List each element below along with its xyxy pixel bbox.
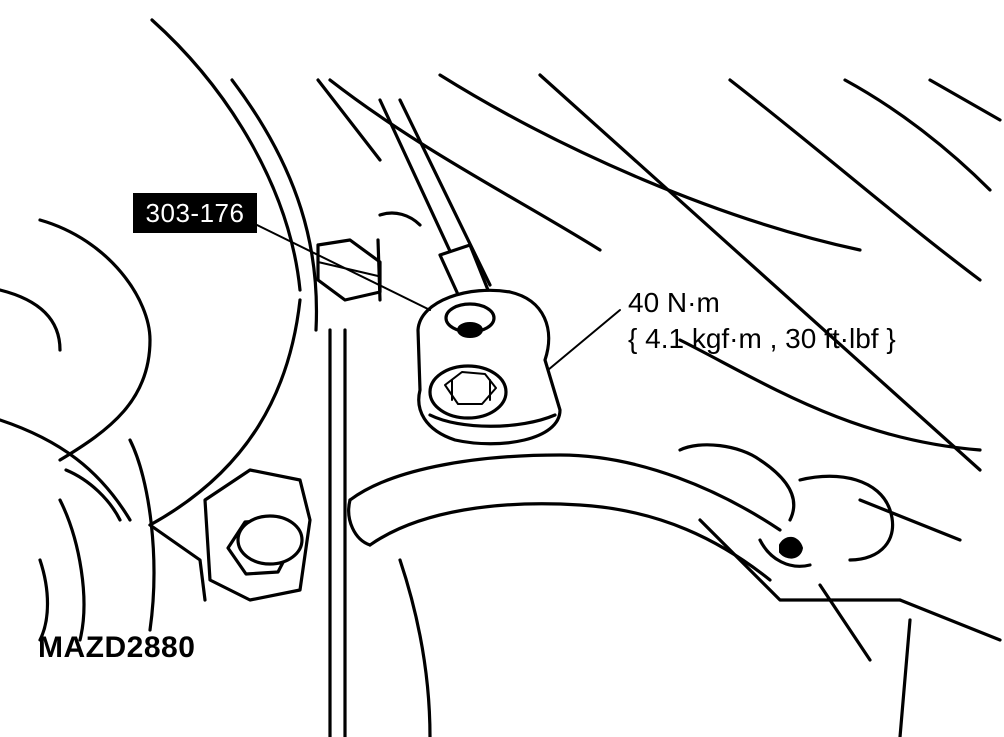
socket-tool: [416, 288, 562, 446]
bracket-clip: [316, 211, 422, 302]
frame-lines: [316, 73, 1002, 472]
torque-conversion: { 4.1 kgf·m , 30 ft·lbf }: [628, 323, 896, 354]
hose: [328, 328, 782, 737]
special-tool-number-tag: 303-176: [133, 193, 257, 233]
tool-extension-bar: [378, 98, 494, 314]
hex-bolt: [148, 468, 312, 602]
engine-housing-lines: [0, 18, 319, 642]
leader-lines: [256, 224, 621, 371]
figure-code: MAZD2880: [38, 631, 196, 664]
lower-right-bracket: [678, 443, 1002, 737]
torque-specification: 40 N·m { 4.1 kgf·m , 30 ft·lbf }: [628, 285, 896, 357]
torque-value: 40 N·m: [628, 287, 720, 318]
